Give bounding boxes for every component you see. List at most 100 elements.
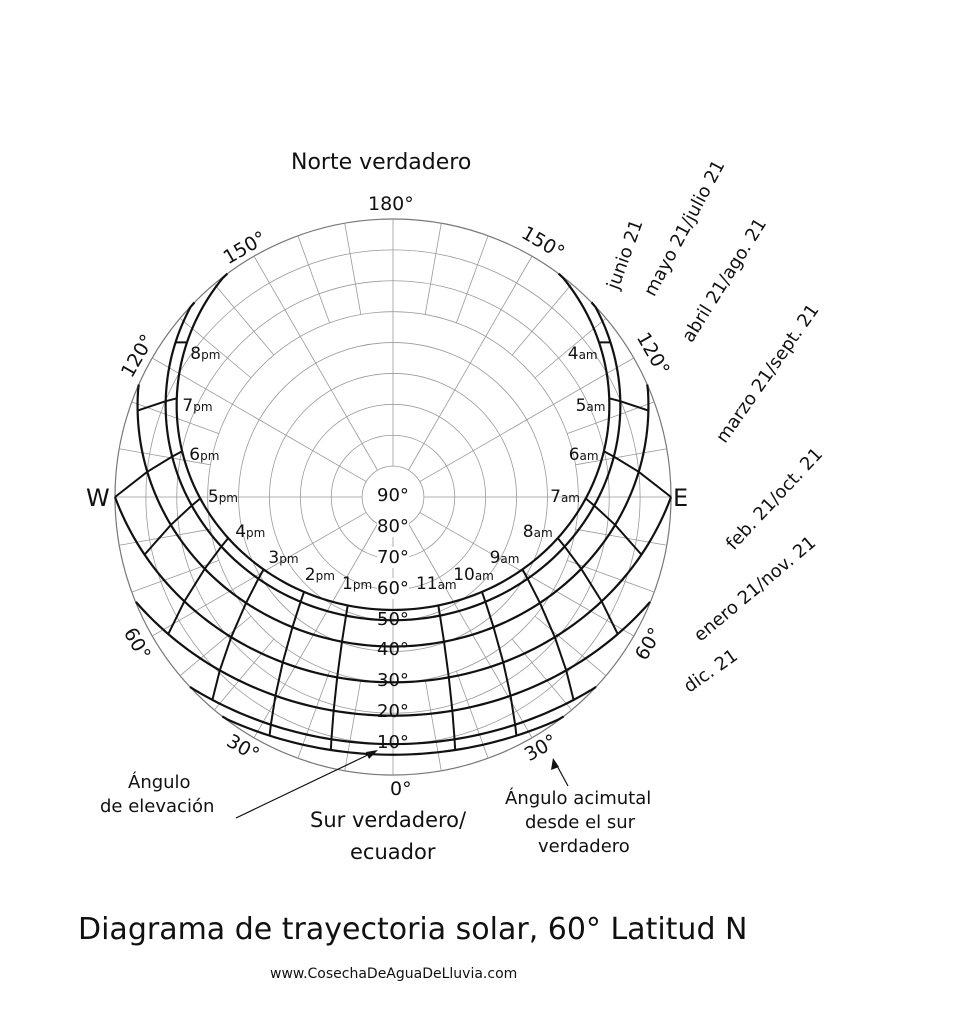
north-label: Norte verdadero	[291, 150, 472, 175]
elevation-annotation-line2: de elevación	[100, 796, 215, 817]
hour-suffix: pm	[218, 491, 238, 506]
hour-line-14	[268, 591, 305, 736]
azimuth-arrowhead	[551, 758, 559, 770]
azimuth-line-170	[344, 223, 362, 315]
hour-suffix: pm	[315, 569, 335, 584]
hour-number: 2	[304, 565, 316, 586]
west-label: W	[86, 484, 110, 512]
hour-line-10	[481, 591, 518, 736]
azimuth-line-80	[119, 528, 211, 546]
hour-number: 11	[415, 574, 438, 595]
elevation-label: 90°	[377, 485, 409, 506]
hour-label: 11am	[416, 574, 457, 594]
azimuth-line-210	[408, 256, 533, 471]
hour-suffix: pm	[246, 525, 266, 540]
hour-number: 8	[522, 521, 534, 542]
hour-suffix: pm	[352, 578, 373, 593]
elevation-label: 30°	[377, 670, 409, 692]
hour-suffix: pm	[279, 551, 299, 566]
hour-label: 7am	[550, 487, 580, 507]
hour-number: 7	[182, 396, 194, 417]
hour-label: 4am	[568, 344, 598, 364]
sun-path-0	[175, 272, 611, 612]
azimuth-line-280	[575, 528, 667, 546]
elevation-arrowhead	[366, 750, 378, 759]
hour-suffix: am	[586, 400, 606, 415]
hour-number: 3	[268, 547, 280, 568]
azimuth-line-70	[131, 560, 219, 593]
azimuth-line-150	[253, 256, 378, 471]
elevation-label: 70°	[377, 546, 409, 568]
azimuth-line-350	[424, 679, 442, 771]
hour-label: 6pm	[189, 445, 219, 465]
hour-suffix: am	[560, 491, 580, 506]
website-url[interactable]: www.CosechaDeAguaDeLluvia.com	[270, 966, 518, 982]
sun-path-4	[135, 601, 651, 717]
azimuth-annotation-line3: verdadero	[538, 836, 630, 857]
hour-label: 8am	[523, 522, 553, 542]
hour-line-11	[437, 605, 457, 751]
hour-label: 10am	[453, 565, 494, 585]
hour-label: 5am	[576, 396, 606, 416]
azimuth-line-120	[152, 357, 367, 482]
hour-label: 5pm	[208, 487, 238, 507]
hour-suffix: am	[474, 569, 494, 584]
azimuth-line-200	[456, 235, 489, 323]
azimuth-line-220	[511, 283, 573, 356]
azimuth-line-140	[213, 283, 275, 356]
azimuth-annotation-line2: desde el sur	[525, 812, 636, 833]
azimuth-line-100	[119, 448, 211, 466]
hour-line-7	[585, 497, 643, 556]
azimuth-line-60	[152, 512, 367, 637]
hour-number: 1	[342, 574, 353, 595]
hour-suffix: am	[579, 448, 599, 463]
elevation-arrow	[235, 751, 375, 819]
hour-line-6	[603, 450, 672, 498]
hour-number: 6	[568, 444, 580, 465]
hour-line-17	[143, 497, 201, 556]
hour-suffix: am	[437, 578, 457, 593]
sun-path-6	[221, 715, 565, 756]
hour-line-15	[211, 568, 265, 701]
azimuth-line-300	[419, 512, 634, 637]
hour-line-5	[608, 397, 649, 412]
azimuth-line-160	[297, 235, 330, 323]
azimuth-line-260	[575, 448, 667, 466]
elevation-label: 20°	[377, 701, 409, 723]
hour-line-13	[329, 605, 349, 751]
hour-line-16	[167, 537, 230, 635]
hour-suffix: am	[500, 551, 520, 566]
hour-suffix: pm	[201, 348, 221, 363]
hour-number: 9	[489, 547, 501, 568]
hour-number: 5	[207, 487, 219, 508]
south-label-line2: ecuador	[350, 840, 436, 864]
hour-suffix: pm	[200, 448, 220, 463]
azimuth-line-50	[179, 615, 252, 677]
diagram-title: Diagrama de trayectoria solar, 60° Latit…	[78, 912, 748, 947]
hour-number: 6	[189, 444, 201, 465]
azimuth-line-190	[424, 223, 442, 315]
hour-suffix: am	[578, 348, 598, 363]
south-label-line1: Sur verdadero/	[310, 808, 467, 832]
hour-label: 7pm	[182, 396, 212, 416]
elevation-label: 80°	[377, 515, 409, 537]
azimuth-0-label: 0°	[390, 778, 412, 800]
hour-label: 8pm	[190, 344, 220, 364]
hour-number: 10	[453, 565, 475, 586]
azimuth-line-310	[534, 615, 607, 677]
hour-number: 5	[575, 396, 587, 417]
azimuth-line-10	[344, 679, 362, 771]
elevation-label: 50°	[377, 608, 409, 630]
hour-number: 4	[235, 521, 247, 542]
sun-path-2	[136, 384, 650, 648]
elevation-annotation-line1: Ángulo	[128, 772, 191, 793]
hour-label: 3pm	[268, 548, 298, 568]
hour-label: 6am	[569, 445, 599, 465]
hour-label: 9am	[490, 548, 520, 568]
azimuth-line-240	[419, 357, 634, 482]
sun-path-1	[164, 301, 622, 622]
azimuth-180-label: 180°	[368, 193, 414, 215]
hour-line-19	[137, 397, 178, 412]
